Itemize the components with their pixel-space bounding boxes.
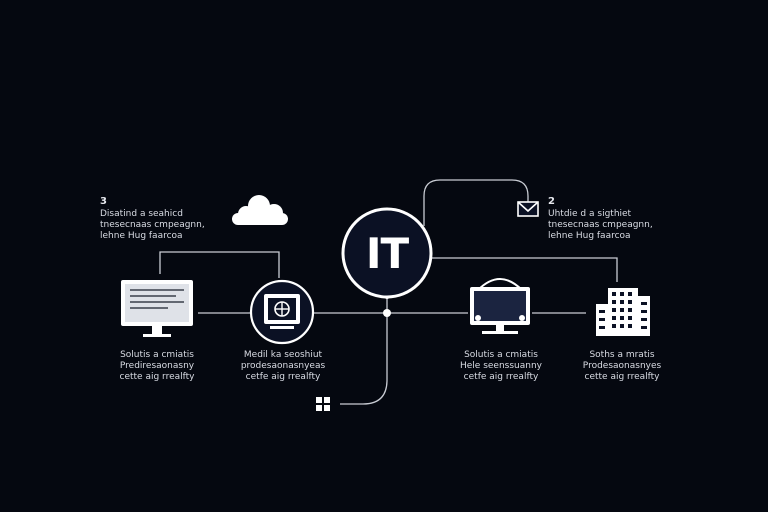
- left-note-line-3: lehne Hug faarcoa: [100, 231, 183, 241]
- desktop-caption-line-2: Prediresaonasny: [119, 361, 195, 371]
- monitor-stand-icon: [470, 278, 530, 334]
- connector-bracket-left: [159, 251, 280, 278]
- cloud-icon: [232, 195, 288, 225]
- building-icon: [596, 288, 650, 336]
- desktop-caption-line-1: Solutis a cmiatis: [120, 350, 194, 360]
- right-note-line-3: lehne Hug faarcoa: [548, 231, 631, 241]
- building-caption-line-3: cette aig rrealfty: [584, 372, 660, 382]
- connector-hub-building: [412, 257, 618, 282]
- connector-hub-mail: [423, 179, 529, 226]
- mail-icon: [517, 201, 539, 217]
- right-note-number: 2: [548, 196, 555, 207]
- building-caption-line-1: Soths a mratis: [589, 350, 655, 360]
- connector-lines: [159, 179, 618, 405]
- right-note-line-1: Uhtdie d a sigthiet: [548, 209, 632, 219]
- device-caption-line-3: cetfe aig rrealfty: [245, 372, 321, 382]
- monitor-caption-line-1: Solutis a cmiatis: [464, 350, 538, 360]
- it-hub-circle: [341, 207, 433, 299]
- windows-icon: [316, 397, 330, 411]
- building-caption-line-2: Prodesaonasnyes: [582, 361, 662, 371]
- device-caption-line-2: prodesaonasnyeas: [240, 361, 326, 371]
- right-note-line-2: tnesecnaas cmpeagnn,: [548, 220, 653, 230]
- desktop-caption-line-3: cette aig rrealfty: [119, 372, 195, 382]
- left-note-line-2: tnesecnaas cmpeagnn,: [100, 220, 205, 230]
- hub-label: IT: [365, 228, 409, 278]
- left-note-number: 3: [100, 196, 107, 207]
- junction-node: [383, 309, 391, 317]
- device-screen-icon: [249, 279, 315, 345]
- monitor-caption-line-3: cetfe aig rrealfty: [463, 372, 539, 382]
- left-note-line-1: Disatind a seahicd: [100, 209, 183, 219]
- desktop-monitor-icon: [121, 280, 193, 337]
- monitor-caption-line-2: Hele seenssuanny: [459, 361, 543, 371]
- connector-junction-windows: [340, 313, 388, 405]
- device-caption-line-1: Medil ka seoshiut: [243, 350, 323, 360]
